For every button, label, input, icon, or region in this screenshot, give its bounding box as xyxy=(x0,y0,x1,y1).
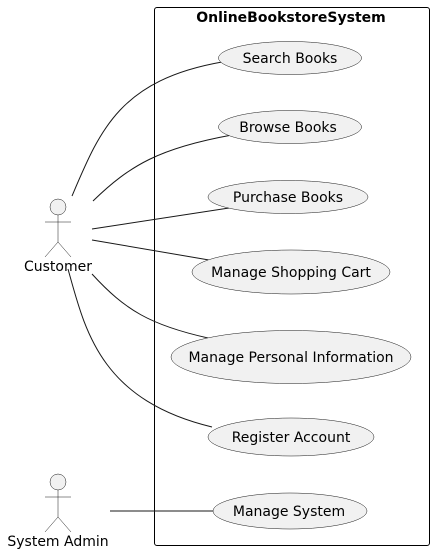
association-customer-purchase-books xyxy=(91,207,230,230)
actor-system-admin[interactable]: System Admin xyxy=(7,473,109,550)
use-case-manage-system[interactable]: Manage System xyxy=(212,492,368,530)
use-case-label: Search Books xyxy=(243,51,338,67)
use-case-ellipse xyxy=(218,110,362,144)
association-customer-manage-shopping-cart xyxy=(91,239,210,261)
actor-customer[interactable]: Customer xyxy=(24,198,92,275)
use-case-label: Browse Books xyxy=(239,120,337,136)
use-case-search-books[interactable]: Search Books xyxy=(218,41,362,75)
stick-figure-icon xyxy=(44,198,72,258)
use-case-label: Purchase Books xyxy=(233,190,343,206)
use-case-ellipse xyxy=(207,417,375,457)
stick-figure-icon xyxy=(44,473,72,533)
use-case-label: Register Account xyxy=(232,430,351,446)
association-customer-browse-books xyxy=(92,134,233,202)
association-customer-search-books xyxy=(71,61,223,197)
actor-label: Customer xyxy=(24,259,92,275)
use-case-purchase-books[interactable]: Purchase Books xyxy=(207,180,369,214)
use-case-ellipse xyxy=(207,180,369,214)
use-case-ellipse xyxy=(212,492,368,530)
use-case-label: Manage Personal Information xyxy=(188,350,393,366)
use-case-manage-shopping-cart[interactable]: Manage Shopping Cart xyxy=(191,249,391,295)
use-case-ellipse xyxy=(170,330,412,384)
association-customer-manage-personal-information xyxy=(91,273,209,339)
actor-label: System Admin xyxy=(7,534,108,550)
associations xyxy=(67,61,233,512)
use-case-label: Manage Shopping Cart xyxy=(211,265,371,281)
use-case-manage-personal-information[interactable]: Manage Personal Information xyxy=(170,330,412,384)
use-case-register-account[interactable]: Register Account xyxy=(207,417,375,457)
system-title: OnlineBookstoreSystem xyxy=(196,10,386,26)
use-case-ellipse xyxy=(218,41,362,75)
use-case-ellipse xyxy=(191,249,391,295)
use-case-browse-books[interactable]: Browse Books xyxy=(218,110,362,144)
association-customer-register-account xyxy=(67,268,213,428)
use-case-label: Manage System xyxy=(233,504,345,520)
